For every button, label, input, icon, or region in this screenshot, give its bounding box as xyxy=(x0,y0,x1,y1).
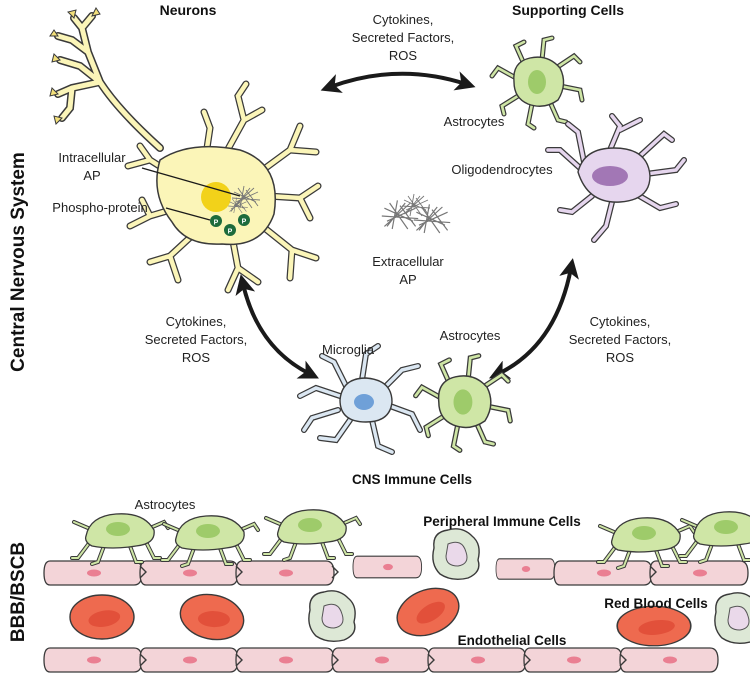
astrocyte-top xyxy=(492,38,582,128)
astrocyte-barrier-3 xyxy=(262,507,362,562)
oligodendrocytes-label: Oligodendrocytes xyxy=(451,162,553,177)
astrocytes-immune-label: Astrocytes xyxy=(440,328,501,343)
svg-text:ROS: ROS xyxy=(389,48,418,63)
endothelial-row-top xyxy=(43,555,749,586)
red-blood-cell-4 xyxy=(616,605,692,647)
red-blood-cell-3 xyxy=(389,578,467,646)
arrow-neurons-supporting xyxy=(320,71,476,93)
neurons-heading: Neurons xyxy=(160,2,217,18)
neuron-nucleus xyxy=(201,182,231,212)
microglia-nucleus xyxy=(354,394,374,410)
oligodendrocyte-nucleus xyxy=(592,166,628,186)
arrow-neurons-immune xyxy=(235,274,319,379)
svg-text:Secreted Factors,: Secreted Factors, xyxy=(352,30,455,45)
svg-text:Secreted Factors,: Secreted Factors, xyxy=(569,332,672,347)
phospho-protein-leader xyxy=(165,207,211,221)
cns-side-label: Central Nervous System xyxy=(8,152,29,372)
peripheral-immune-cells-heading: Peripheral Immune Cells xyxy=(423,514,581,529)
extracellular-ap-tangle xyxy=(381,193,451,234)
endothelial-cells-heading: Endothelial Cells xyxy=(458,633,567,648)
extracellular-ap-label-line2: AP xyxy=(399,272,416,287)
phospho-protein-label: Phospho-protein xyxy=(52,200,147,215)
svg-text:Secreted Factors,: Secreted Factors, xyxy=(145,332,248,347)
svg-text:Cytokines,: Cytokines, xyxy=(590,314,651,329)
astrocyte-barrier-5 xyxy=(678,509,750,564)
red-blood-cells-heading: Red Blood Cells xyxy=(604,596,708,611)
svg-text:Cytokines,: Cytokines, xyxy=(166,314,227,329)
red-blood-cell-1 xyxy=(69,594,135,640)
svg-text:P: P xyxy=(228,229,233,236)
intracellular-ap-leader xyxy=(141,167,241,197)
peripheral-immune-cell-3 xyxy=(714,592,750,645)
cns-immune-cells-heading: CNS Immune Cells xyxy=(352,472,472,487)
phospho-markers: P P P xyxy=(210,214,250,236)
microglia-label: Microglia xyxy=(322,342,375,357)
astrocytes-top-label: Astrocytes xyxy=(444,114,505,129)
svg-text:ROS: ROS xyxy=(606,350,635,365)
svg-text:P: P xyxy=(242,219,247,226)
peripheral-immune-cell-2 xyxy=(308,590,356,643)
intracellular-ap-label-line2: AP xyxy=(83,168,100,183)
bbb-side-label: BBB/BSCB xyxy=(8,542,29,642)
astrocyte-barrier-2 xyxy=(160,513,260,568)
tight-junctions xyxy=(139,565,657,667)
red-blood-cell-2 xyxy=(175,588,249,646)
svg-text:ROS: ROS xyxy=(182,350,211,365)
intracellular-ap-label: Intracellular xyxy=(58,150,126,165)
signal-label-left: Cytokines, Secreted Factors, ROS xyxy=(145,314,248,365)
oligodendrocyte xyxy=(545,113,687,243)
astrocytes-barrier-label: Astrocytes xyxy=(135,497,196,512)
svg-text:P: P xyxy=(214,220,219,227)
neuron: P P P xyxy=(49,7,322,294)
arrow-supporting-immune xyxy=(488,258,579,379)
supporting-cells-heading: Supporting Cells xyxy=(512,2,624,18)
peripheral-immune-cell-1 xyxy=(432,528,480,581)
signal-label-top: Cytokines, Secreted Factors, ROS xyxy=(352,12,455,63)
svg-text:Cytokines,: Cytokines, xyxy=(373,12,434,27)
microglia xyxy=(297,343,423,455)
extracellular-ap-label: Extracellular xyxy=(372,254,444,269)
astrocyte-immune xyxy=(416,356,511,451)
signal-label-right: Cytokines, Secreted Factors, ROS xyxy=(569,314,672,365)
astrocyte-barrier-1 xyxy=(70,511,170,566)
